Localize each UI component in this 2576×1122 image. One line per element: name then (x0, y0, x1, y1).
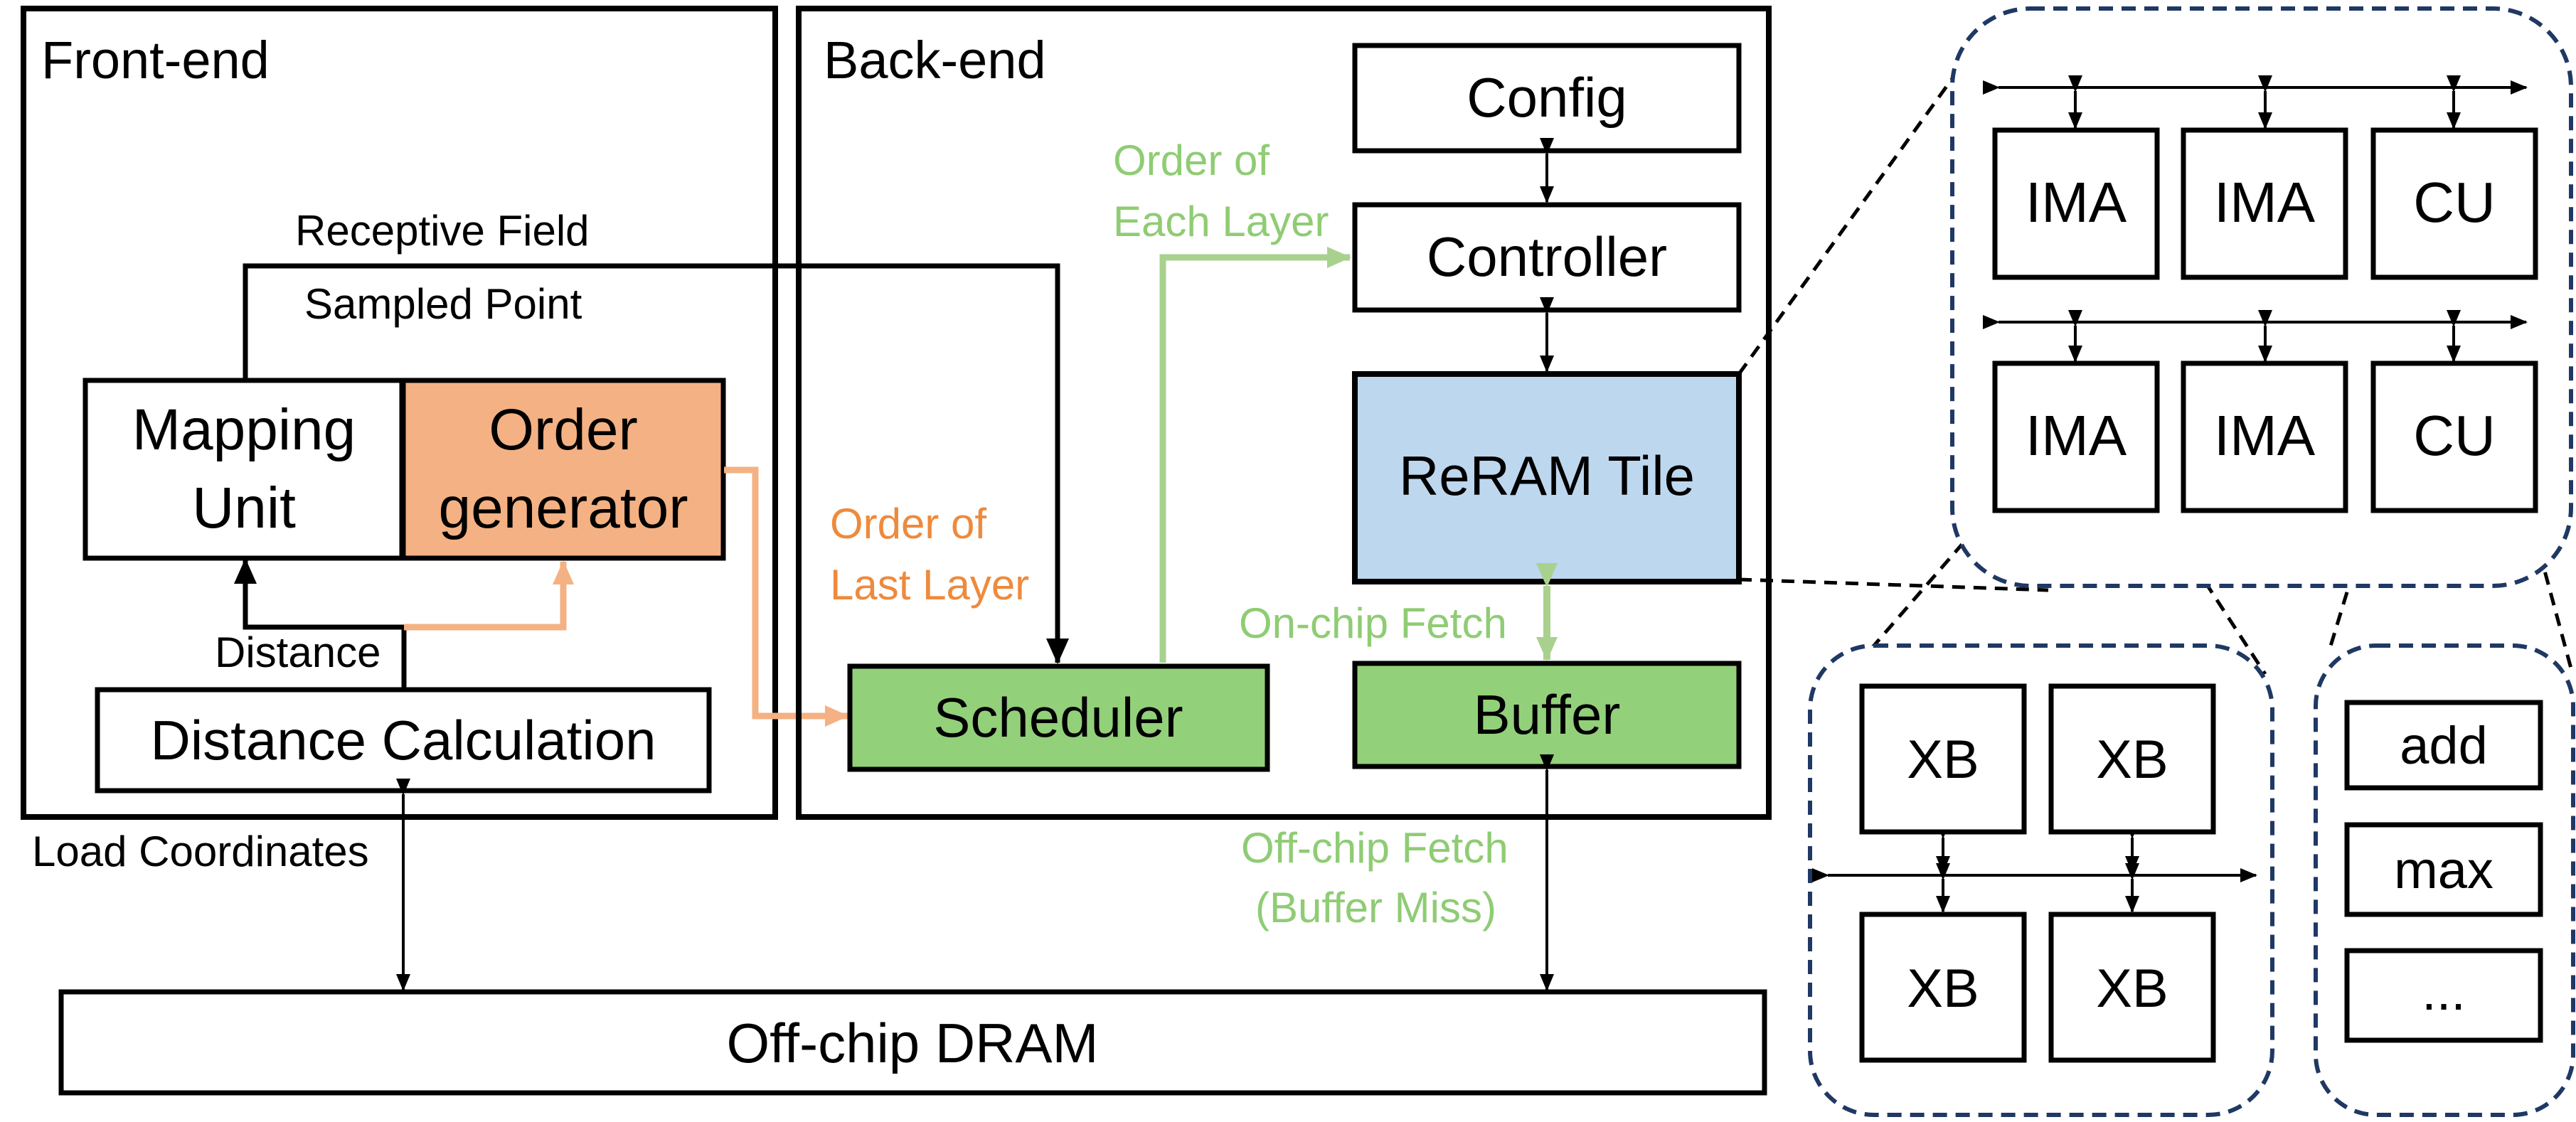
mapping-unit-box (83, 378, 405, 561)
tile-unit-r2c2 (2181, 360, 2348, 513)
cu-op-more (2344, 948, 2543, 1043)
backend-title: Back-end (824, 31, 1046, 90)
crossbar-bottom-right (2048, 912, 2216, 1063)
load-coordinates-label: Load Coordinates (32, 828, 369, 875)
distance-calculation-box (95, 687, 712, 794)
tile-unit-r2c2-label: IMA (2214, 404, 2316, 467)
order-generator-box (400, 378, 726, 561)
cu-op-max-label: max (2394, 840, 2493, 899)
receptive-field-arrow (243, 263, 1069, 664)
controller-label: Controller (1427, 225, 1667, 288)
cu-op-more-label: ... (2422, 962, 2466, 1021)
zoom-line-tile-bottom (1738, 577, 2049, 592)
order-generator-label-line2: generator (438, 476, 688, 540)
crossbar-top-right-label: XB (2096, 730, 2168, 790)
tile-unit-r2c3-label: CU (2413, 404, 2496, 467)
offchip-fetch-line1: Off-chip Fetch (1241, 824, 1508, 872)
distance-to-order-arrow (404, 560, 574, 631)
controller-box (1352, 202, 1742, 313)
crossbar-top-left (1859, 683, 2027, 835)
tile-unit-r1c2 (2181, 127, 2348, 280)
zoom-line-tile-top (1737, 43, 1979, 375)
offchip-fetch-line2: (Buffer Miss) (1255, 884, 1496, 931)
dram-box (58, 989, 1767, 1096)
mapping-unit-label-line1: Mapping (132, 397, 356, 462)
crossbar-top-right (2048, 683, 2216, 835)
tile-unit-r1c3 (2370, 127, 2538, 280)
order-each-layer-line2: Each Layer (1113, 198, 1329, 245)
distance-calculation-label: Distance Calculation (150, 709, 656, 771)
tile-unit-r1c1 (1992, 127, 2160, 280)
cu-op-add (2344, 700, 2543, 791)
tile-unit-r2c1 (1992, 360, 2160, 513)
cu-op-max (2344, 822, 2543, 917)
reram-tile-label: ReRAM Tile (1399, 444, 1695, 507)
order-each-layer-arrow (1159, 247, 1351, 663)
order-generator-label-line1: Order (489, 397, 638, 462)
mapping-unit-label-line2: Unit (192, 476, 296, 540)
reram-tile-box (1352, 371, 1742, 584)
tile-unit-r2c3 (2370, 360, 2538, 513)
order-each-layer-line1: Order of (1113, 137, 1270, 184)
backend-panel (796, 6, 1772, 820)
cu-op-add-label: add (2400, 716, 2487, 775)
buffer-label: Buffer (1474, 683, 1621, 746)
sampled-point-label: Sampled Point (304, 280, 582, 328)
config-label: Config (1467, 66, 1627, 129)
order-last-layer-line1: Order of (830, 500, 986, 547)
dram-label: Off-chip DRAM (727, 1012, 1099, 1074)
tile-unit-r1c2-label: IMA (2214, 171, 2316, 234)
buffer-box (1352, 661, 1742, 769)
scheduler-box (847, 663, 1270, 772)
crossbar-bottom-right-label: XB (2096, 958, 2168, 1019)
order-to-scheduler-arrow (724, 466, 849, 727)
frontend-title: Front-end (41, 31, 270, 90)
crossbar-bottom-left-label: XB (1907, 958, 1979, 1019)
tile-unit-r2c1-label: IMA (2026, 404, 2127, 467)
order-last-layer-line2: Last Layer (830, 561, 1029, 609)
distance-label: Distance (215, 629, 380, 676)
scheduler-label: Scheduler (933, 686, 1183, 749)
crossbar-bottom-left (1859, 912, 2027, 1063)
tile-unit-r1c3-label: CU (2413, 171, 2496, 234)
distance-to-mapping-arrow-head (234, 558, 404, 630)
tile-unit-r1c1-label: IMA (2026, 171, 2127, 234)
onchip-fetch-label: On-chip Fetch (1239, 599, 1507, 647)
receptive-field-label: Receptive Field (295, 207, 590, 255)
crossbar-top-left-label: XB (1907, 730, 1979, 790)
